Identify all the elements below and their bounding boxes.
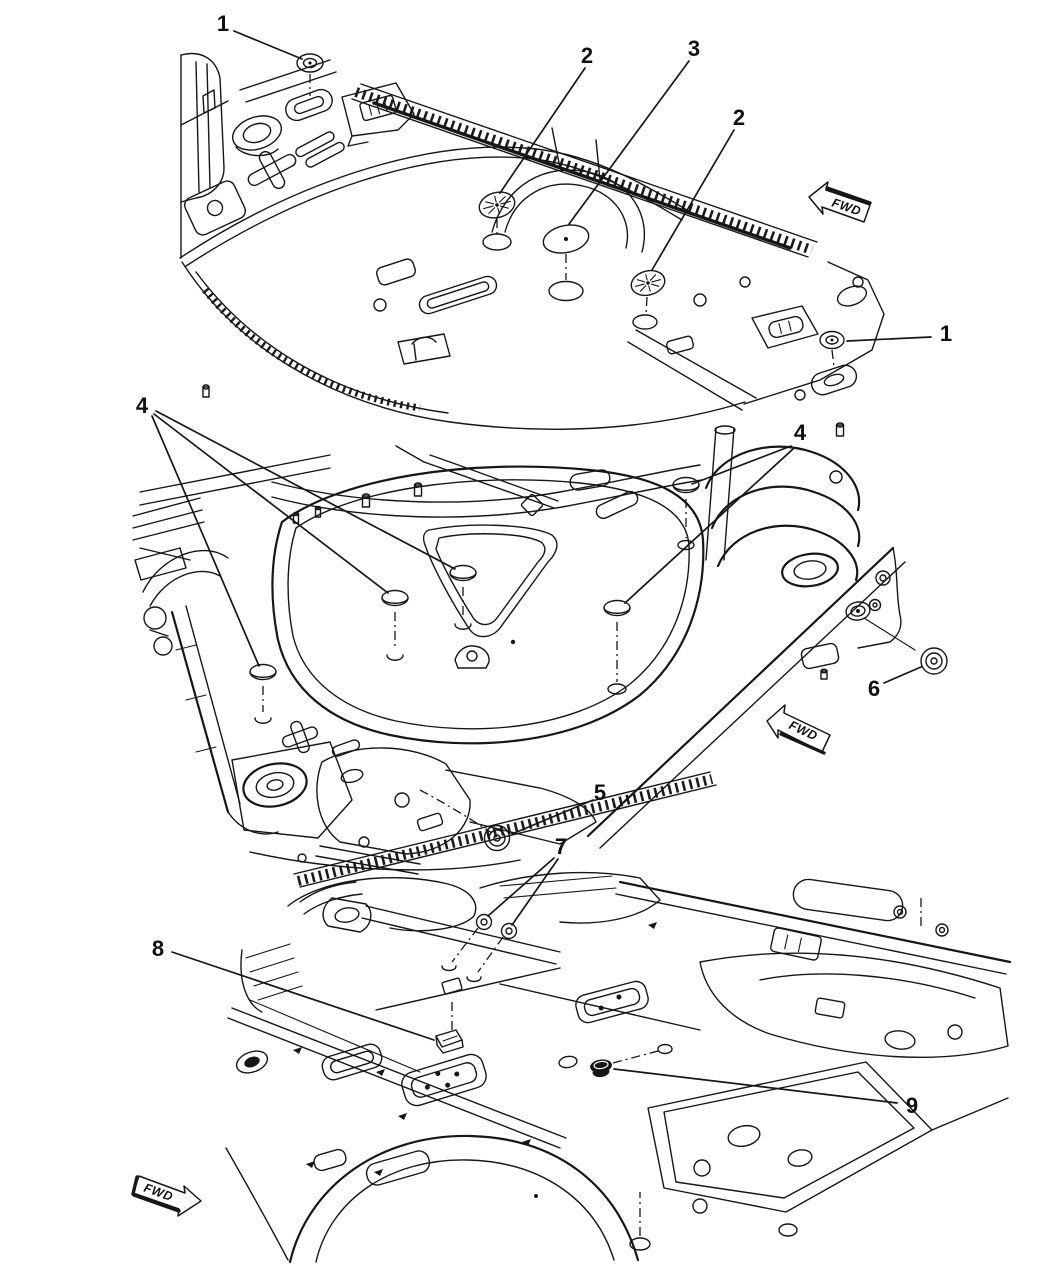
package-tray-details xyxy=(184,82,415,236)
callout-6: 6 xyxy=(868,676,880,701)
grommet-6 xyxy=(920,647,948,675)
leader-9 xyxy=(613,1068,898,1104)
grommet-7-b xyxy=(500,922,518,940)
leader-3 xyxy=(568,60,690,225)
skid-plate xyxy=(647,1061,933,1213)
plug-9 xyxy=(558,1043,673,1078)
grommet-7-a xyxy=(475,913,493,931)
bottom-view-illustration xyxy=(225,871,1012,1264)
floor-bracket xyxy=(397,333,451,365)
callout-2-right: 2 xyxy=(733,105,745,130)
plug-1-right xyxy=(810,330,858,396)
right-rear-rail xyxy=(627,261,885,411)
left-pillar-structure xyxy=(180,52,337,259)
upper-edge-and-studs xyxy=(132,422,845,561)
floor-pan-front xyxy=(227,922,701,1198)
grommet-5 xyxy=(483,824,511,852)
spare-tire-well xyxy=(271,464,705,745)
rear-header-rail xyxy=(351,83,818,258)
plug-4-d xyxy=(603,599,631,695)
left-suspension-area xyxy=(134,547,361,839)
tunnel-curves xyxy=(225,1134,798,1264)
callout-7: 7 xyxy=(555,834,567,859)
callouts-layer: 1 2 3 2 1 4 4 5 6 7 8 9 xyxy=(136,11,952,1118)
plug-8 xyxy=(375,967,561,1054)
leader-1-right xyxy=(846,336,932,342)
leader-5 xyxy=(511,799,594,835)
leader-4-right xyxy=(624,445,794,604)
coil-spring xyxy=(704,425,861,582)
callout-3: 3 xyxy=(688,36,700,61)
leader-4-left xyxy=(151,410,456,667)
leader-1-upper xyxy=(233,30,303,60)
top-view-illustration xyxy=(179,52,885,430)
front-subframe xyxy=(615,878,1012,1131)
callout-9: 9 xyxy=(906,1093,918,1118)
stud-small xyxy=(202,384,210,398)
leader-2-right xyxy=(651,129,735,271)
callout-2-left: 2 xyxy=(581,43,593,68)
fwd-arrows-layer: FWD FWD FWD xyxy=(131,181,872,1217)
fwd-arrow-bottom: FWD xyxy=(131,1175,202,1217)
plug-4-b xyxy=(449,564,477,630)
plug-4-c xyxy=(249,663,277,724)
rear-floor-pan xyxy=(179,127,751,430)
callout-4-left: 4 xyxy=(136,393,149,418)
leader-7 xyxy=(487,857,559,926)
plug-2-left xyxy=(478,191,516,251)
plug-2-right xyxy=(630,269,666,330)
fwd-arrow-middle: FWD xyxy=(766,704,831,755)
striker-bracket xyxy=(751,305,819,349)
plug-4-e xyxy=(672,476,700,551)
callout-5: 5 xyxy=(594,780,606,805)
leader-2-left xyxy=(499,67,586,194)
crossmember-with-grommets xyxy=(322,897,561,983)
plug-4-a xyxy=(381,589,409,661)
plug-1-upper xyxy=(285,53,333,122)
powertrain-silhouette xyxy=(235,871,661,1074)
callout-1-upper: 1 xyxy=(217,11,229,36)
rear-subframe xyxy=(249,747,597,875)
leader-8 xyxy=(171,951,435,1041)
callout-4-right: 4 xyxy=(794,420,807,445)
latch-bracket xyxy=(341,82,415,147)
fwd-arrow-top: FWD xyxy=(808,181,872,223)
callout-8: 8 xyxy=(152,936,164,961)
plug-3 xyxy=(542,224,590,302)
callout-1-right: 1 xyxy=(940,321,952,346)
leader-6 xyxy=(883,666,922,684)
rocker-sill xyxy=(293,771,717,888)
